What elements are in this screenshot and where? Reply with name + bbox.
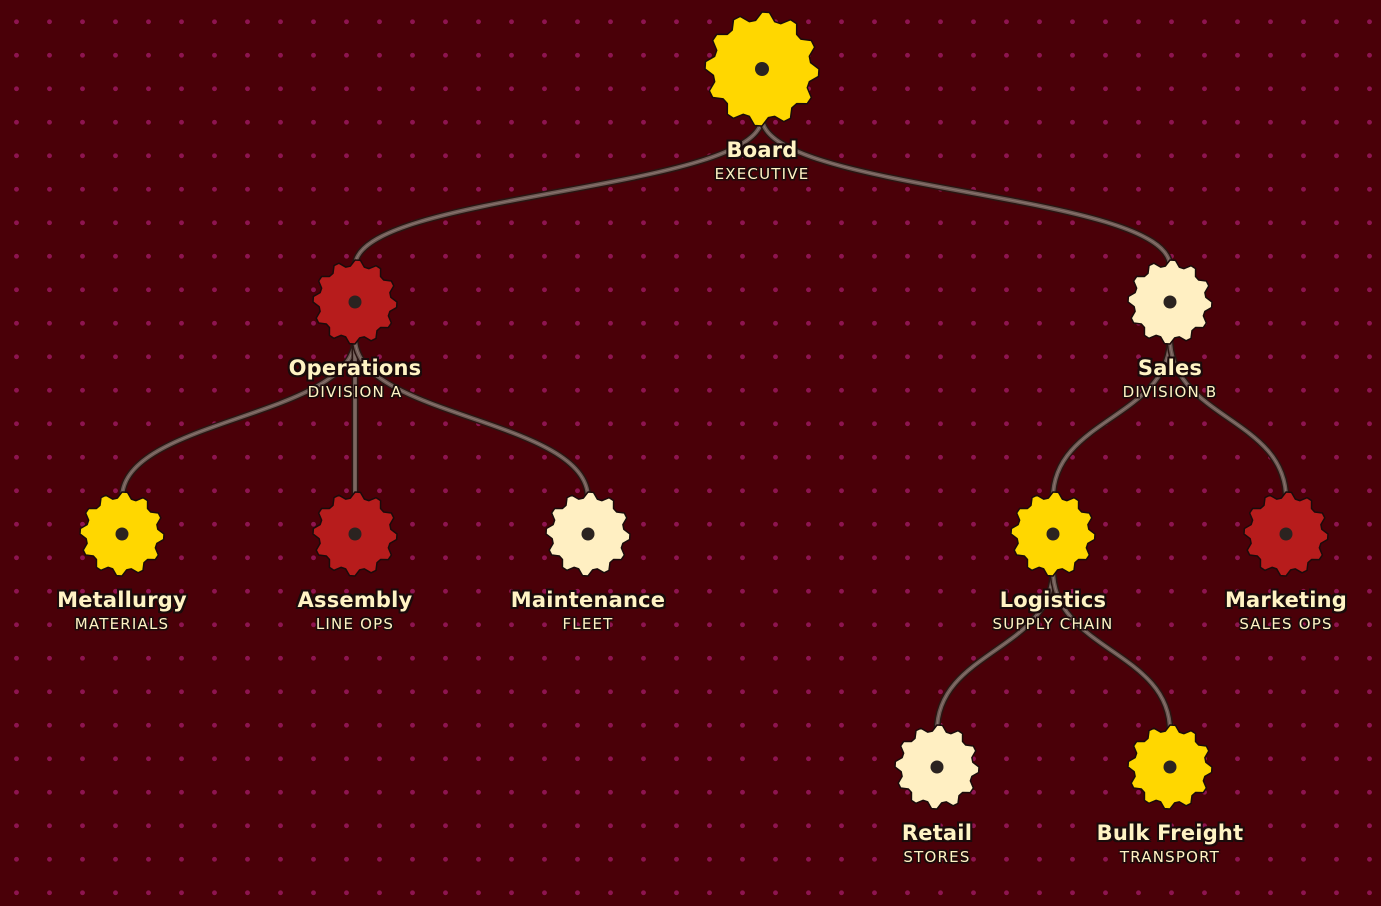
node-subtitle: EXECUTIVE xyxy=(714,165,810,183)
node-subtitle: TRANSPORT xyxy=(1119,848,1221,866)
node-subtitle: STORES xyxy=(903,848,971,866)
gear-icon[interactable] xyxy=(1127,724,1213,810)
node-title: Marketing xyxy=(1224,588,1348,612)
node-subtitle: FLEET xyxy=(562,615,614,633)
node-subtitle: DIVISION A xyxy=(307,383,403,401)
connector-sales-marketing xyxy=(1166,334,1290,502)
node-title: Sales xyxy=(1137,356,1203,380)
connector-operations-maintenance xyxy=(351,334,592,502)
node-title: Bulk Freight xyxy=(1096,821,1244,845)
gear-icon[interactable] xyxy=(312,491,398,577)
gear-icon[interactable] xyxy=(704,11,820,127)
node-layer xyxy=(79,11,1329,810)
node-subtitle: SALES OPS xyxy=(1239,615,1333,633)
node-title: Maintenance xyxy=(510,588,666,612)
node-title: Assembly xyxy=(297,588,413,612)
node-title: Operations xyxy=(288,356,422,380)
gear-icon[interactable] xyxy=(1010,491,1096,577)
node-subtitle: SUPPLY CHAIN xyxy=(992,615,1114,633)
connector-sales-logistics xyxy=(1049,334,1174,502)
gear-icon[interactable] xyxy=(312,259,398,345)
connector-board-sales xyxy=(758,113,1174,270)
gear-icon[interactable] xyxy=(1127,259,1213,345)
gear-icon[interactable] xyxy=(79,491,165,577)
connector-operations-metallurgy xyxy=(118,334,359,502)
node-subtitle: LINE OPS xyxy=(315,615,395,633)
node-subtitle: DIVISION B xyxy=(1122,383,1218,401)
node-title: Logistics xyxy=(999,588,1107,612)
node-title: Board xyxy=(726,138,798,162)
connector-board-operations xyxy=(351,113,766,270)
node-title: Metallurgy xyxy=(57,588,187,612)
node-subtitle: MATERIALS xyxy=(74,615,170,633)
node-title: Retail xyxy=(901,821,973,845)
gear-icon[interactable] xyxy=(894,724,980,810)
connector-logistics-retail xyxy=(933,566,1057,735)
gear-icon[interactable] xyxy=(1243,491,1329,577)
connector-layer xyxy=(118,113,1290,735)
connector-logistics-bulk-freight xyxy=(1049,566,1174,735)
gear-icon[interactable] xyxy=(545,491,631,577)
